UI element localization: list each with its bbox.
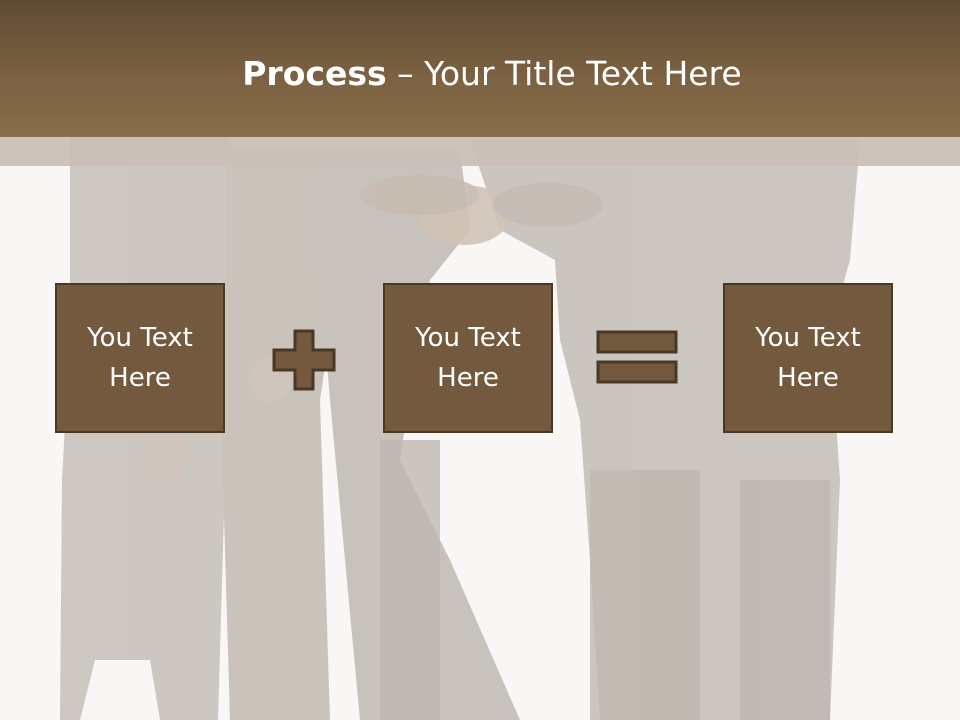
process-box-1[interactable]: You Text Here [55, 283, 225, 433]
slide-title: Process – Your Title Text Here [0, 52, 960, 96]
equals-icon [596, 330, 678, 384]
title-bar-band [0, 137, 960, 166]
process-box-3-label: You Text Here [755, 323, 861, 393]
title-text: Your Title Text Here [424, 54, 742, 93]
process-box-2[interactable]: You Text Here [383, 283, 553, 433]
plus-icon [272, 329, 336, 391]
title-dash: – [386, 54, 425, 93]
title-bar [0, 0, 960, 137]
process-box-1-label: You Text Here [87, 323, 193, 393]
process-box-2-label: You Text Here [415, 323, 521, 393]
process-box-3[interactable]: You Text Here [723, 283, 893, 433]
title-bold: Process [242, 54, 387, 93]
